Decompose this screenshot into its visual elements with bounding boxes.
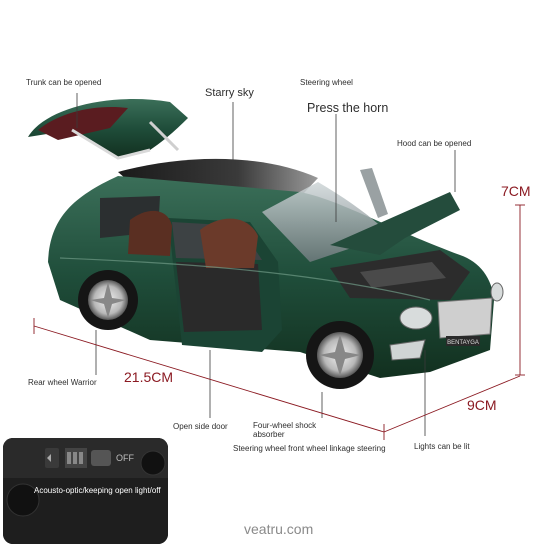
callout-lines (76, 93, 456, 436)
open-trunk-lid (28, 99, 188, 160)
label-side-door: Open side door (173, 422, 228, 431)
label-shock-absorber: Four-wheel shock absorber (253, 421, 317, 440)
label-rear-wheel: Rear wheel Warrior (28, 378, 97, 387)
label-linkage-steering: Steering wheel front wheel linkage steer… (233, 444, 386, 453)
dimension-lines (33, 204, 525, 440)
switch-off-label: OFF (116, 453, 134, 463)
headlight (399, 306, 433, 330)
front-grille (437, 297, 493, 339)
switch-photo (3, 438, 168, 544)
badge-plate (446, 336, 480, 346)
open-hood (330, 168, 460, 255)
interior-seats (128, 210, 258, 268)
switch-caption: Acousto-optic/keeping open light/off (34, 486, 161, 495)
front-wheel (306, 321, 374, 389)
label-press-horn: Press the horn (307, 101, 389, 115)
dimension-width: 9CM (467, 397, 497, 413)
badge-text: BENTAYGA (447, 340, 479, 346)
label-hood: Hood can be opened (397, 139, 472, 148)
label-trunk: Trunk can be opened (26, 78, 102, 87)
label-steering-wheel: Steering wheel (300, 78, 353, 87)
watermark: veatru.com (244, 521, 314, 537)
dimension-height: 7CM (501, 183, 531, 199)
dimension-length: 21.5CM (124, 369, 174, 385)
rear-wheel (78, 270, 138, 330)
label-starry-sky: Starry sky (205, 87, 254, 99)
switch-inset: OFF Acousto-optic/keeping open light/off (3, 438, 168, 544)
label-lights: Lights can be lit (414, 442, 470, 451)
